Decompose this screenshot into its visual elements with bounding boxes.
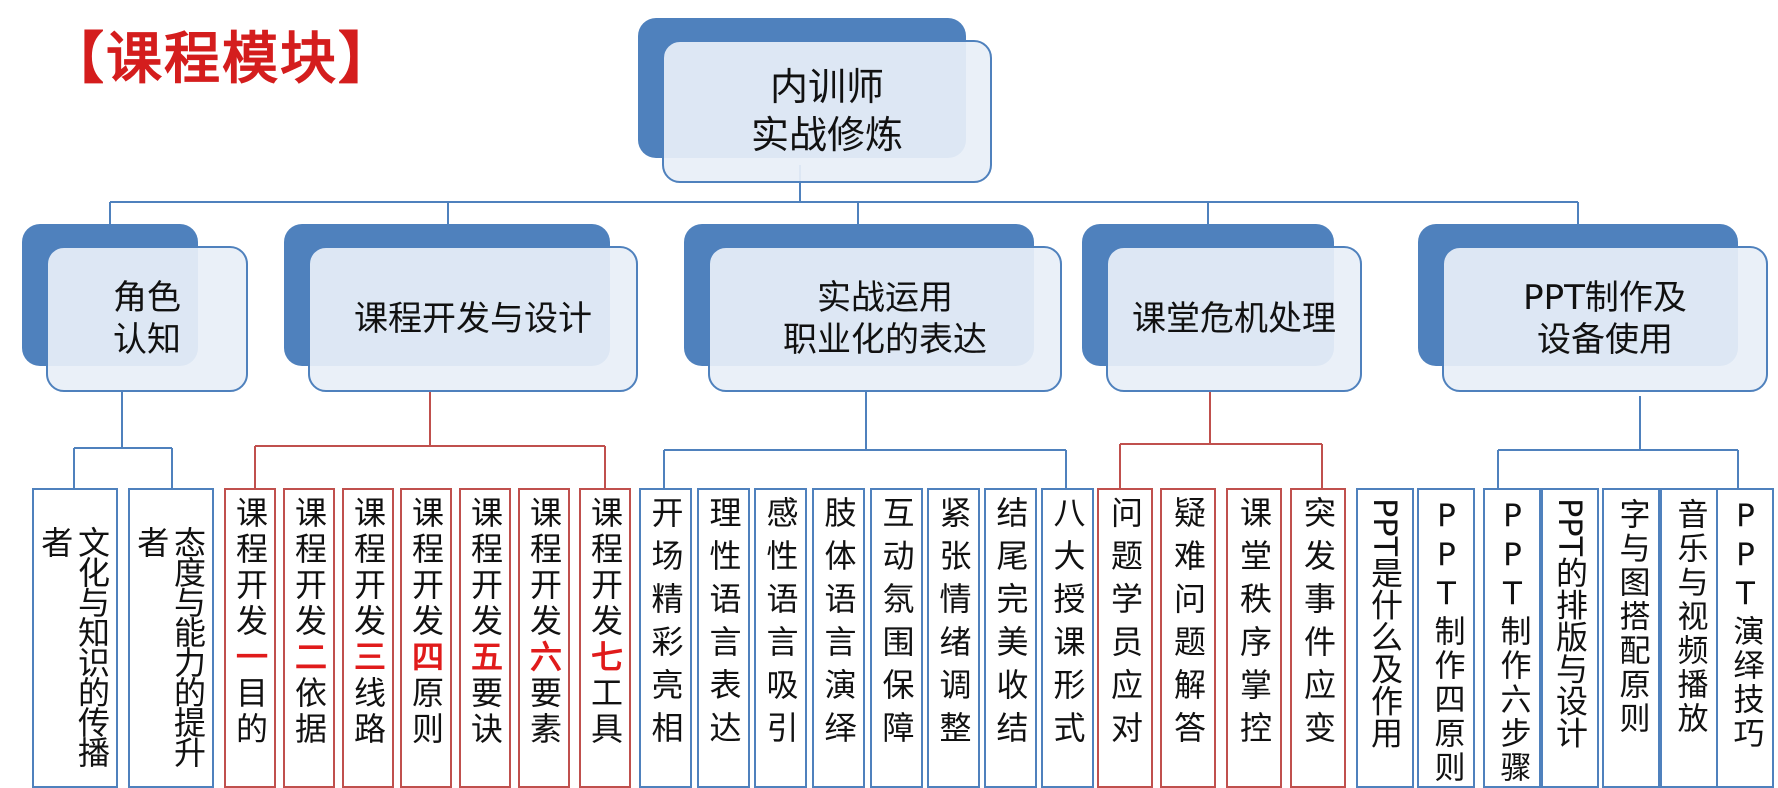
leaf-item: 课堂秩序掌控	[1226, 488, 1282, 788]
leaf-text: 课程开发一目的	[226, 490, 274, 786]
leaf-text-highlight: 一	[231, 640, 269, 676]
leaf-item: 肢体语言演绎	[812, 488, 865, 788]
leaf-text: 字与图搭配原则	[1613, 498, 1650, 736]
leaf-text: 课程开发七工具	[581, 490, 629, 786]
leaf-item: 八大授课形式	[1041, 488, 1094, 788]
leaf-item: 课程开发三线路	[342, 488, 394, 788]
leaf-text: 课程开发五要诀	[461, 490, 509, 786]
leaf-text: 课程开发六要素	[520, 490, 568, 786]
leaf-text: 突发事件应变	[1299, 496, 1337, 754]
leaf-item: 音乐与视频播放	[1660, 488, 1718, 788]
module-label-ppt: PPT制作及 设备使用	[1523, 277, 1687, 361]
leaf-text-prefix: 课程开发	[231, 496, 269, 640]
leaf-item: PPT是什么及作用	[1356, 488, 1414, 788]
leaf-text-suffix: 要素	[525, 676, 563, 748]
leaf-text: 理性语言表达	[704, 496, 743, 754]
leaf-text-highlight: 五	[466, 640, 504, 676]
leaf-text-prefix: 课程开发	[290, 496, 328, 640]
leaf-item: PPT演绎技巧	[1716, 488, 1774, 788]
leaf-text: 肢体语言演绎	[819, 496, 858, 754]
leaf-item: 紧张情绪调整	[927, 488, 980, 788]
leaf-item: PPT的排版与设计	[1541, 488, 1599, 788]
leaf-text-highlight: 三	[349, 640, 387, 676]
leaf-item: 字与图搭配原则	[1602, 488, 1660, 788]
leaf-text: 开场精彩亮相	[646, 496, 685, 754]
leaf-text: 课程开发三线路	[344, 490, 392, 786]
leaf-text-highlight: 七	[586, 640, 624, 676]
leaf-text: 课程开发二依据	[285, 490, 333, 786]
leaf-text: PPT制作四原则	[1428, 498, 1465, 785]
leaf-text-prefix: 课程开发	[586, 496, 624, 640]
leaf-text: 结尾完美收结	[991, 496, 1030, 754]
leaf-text-suffix: 依据	[290, 676, 328, 748]
leaf-text: 互动氛围保障	[877, 496, 916, 754]
leaf-item: 文化与知识的传播者	[32, 488, 118, 788]
leaf-text-highlight: 四	[407, 640, 445, 676]
leaf-text-prefix: 课程开发	[349, 496, 387, 640]
leaf-text: 紧张情绪调整	[934, 496, 973, 754]
leaf-text: PPT制作六步骤	[1494, 498, 1531, 785]
leaf-item: 疑难问题解答	[1160, 488, 1216, 788]
leaf-item: 开场精彩亮相	[639, 488, 692, 788]
leaf-text: PPT是什么及作用	[1366, 498, 1404, 749]
leaf-text-suffix: 要诀	[466, 676, 504, 748]
leaf-text-highlight: 二	[290, 640, 328, 676]
leaf-item: PPT制作六步骤	[1483, 488, 1541, 788]
leaf-text-prefix: 课程开发	[525, 496, 563, 640]
leaf-text: 疑难问题解答	[1169, 496, 1207, 754]
leaf-item: 课程开发七工具	[579, 488, 631, 788]
leaf-text: 音乐与视频播放	[1671, 498, 1708, 736]
leaf-text-highlight: 六	[525, 640, 563, 676]
leaf-item: 课程开发一目的	[224, 488, 276, 788]
leaf-text: 八大授课形式	[1048, 496, 1087, 754]
leaf-text-prefix: 课程开发	[407, 496, 445, 640]
leaf-text-suffix: 线路	[349, 676, 387, 748]
module-label-crisis: 课堂危机处理	[1132, 298, 1336, 339]
module-label-course-dev: 课程开发与设计	[354, 298, 592, 339]
page-title: 【课程模块】	[48, 27, 396, 92]
leaf-text: 课程开发四原则	[402, 490, 450, 786]
leaf-text: 感性语言吸引	[761, 496, 800, 754]
leaf-text-suffix: 原则	[407, 676, 445, 748]
leaf-text: PPT的排版与设计	[1551, 498, 1589, 749]
leaf-item: 互动氛围保障	[870, 488, 923, 788]
leaf-text-prefix: 课程开发	[466, 496, 504, 640]
leaf-text: 态度与能力的提升者	[132, 526, 207, 766]
leaf-text-suffix: 目的	[231, 676, 269, 748]
leaf-item: 突发事件应变	[1290, 488, 1346, 788]
leaf-text: PPT演绎技巧	[1727, 498, 1764, 751]
root-node-label: 内训师 实战修炼	[750, 65, 903, 157]
leaf-item: PPT制作四原则	[1417, 488, 1475, 788]
leaf-item: 问题学员应对	[1097, 488, 1153, 788]
leaf-item: 理性语言表达	[697, 488, 750, 788]
leaf-text: 课堂秩序掌控	[1235, 496, 1273, 754]
leaf-item: 态度与能力的提升者	[128, 488, 214, 788]
leaf-item: 结尾完美收结	[984, 488, 1037, 788]
leaf-text: 问题学员应对	[1106, 496, 1144, 754]
leaf-item: 课程开发四原则	[400, 488, 452, 788]
leaf-text: 文化与知识的传播者	[36, 526, 111, 766]
leaf-item: 课程开发五要诀	[459, 488, 511, 788]
module-label-role: 角色 认知	[113, 277, 181, 361]
leaf-item: 课程开发六要素	[518, 488, 570, 788]
leaf-text-suffix: 工具	[586, 676, 624, 748]
module-label-expression: 实战运用 职业化的表达	[783, 277, 987, 361]
leaf-item: 课程开发二依据	[283, 488, 335, 788]
leaf-item: 感性语言吸引	[754, 488, 807, 788]
